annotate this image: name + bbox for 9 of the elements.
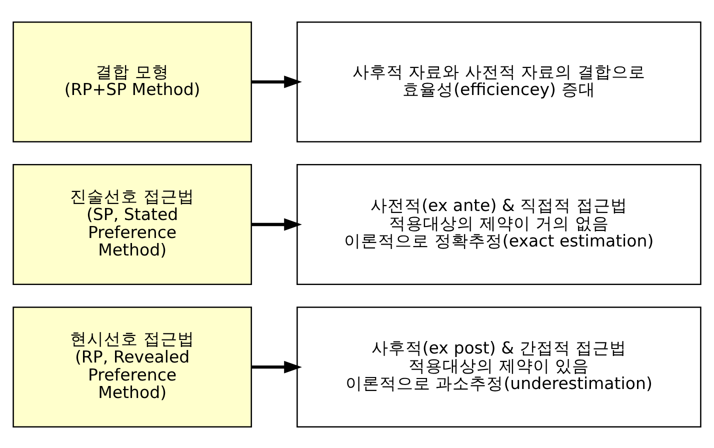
arrow — [252, 75, 302, 88]
node-box: 현시선호 접근법 (RP, Revealed Preference Method) — [12, 306, 252, 428]
node-box: 사후적(ex post) & 간접적 접근법 적용대상의 제약이 있음 이론적으로 과소추정(underestimation) — [296, 306, 702, 428]
node-box: 사후적 자료와 사전적 자료의 결합으로 효율성(efficiencey) 증대 — [296, 20, 702, 142]
arrow — [252, 218, 302, 230]
node-box: 진술선호 접근법 (SP, Stated Preference Method) — [12, 164, 252, 284]
node-box: 사전적(ex ante) & 직접적 접근법 적용대상의 제약이 거의 없음 이론적으로 정확추정(exact estimation) — [296, 164, 702, 284]
node-box: 결합 모형 (RP+SP Method) — [12, 20, 252, 142]
arrow — [252, 360, 302, 373]
